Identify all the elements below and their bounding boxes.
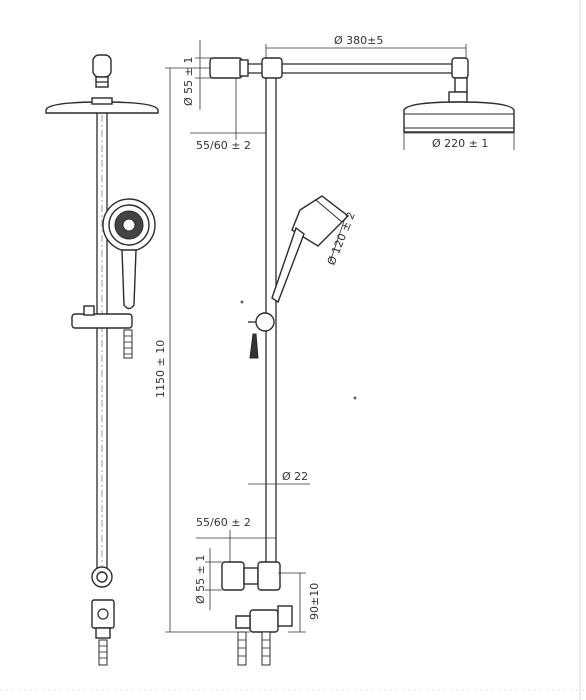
front-top-connector [92, 54, 112, 78]
front-slider-bracket [71, 313, 133, 329]
dim-wall-offset-top: 55/60 ± 2 [196, 139, 251, 152]
side-slider [255, 312, 275, 332]
dimension-lines [165, 40, 515, 633]
dim-total-height: 1150 ± 10 [154, 340, 167, 398]
side-head-shower [403, 101, 515, 133]
dim-wall-offset-bottom: 55/60 ± 2 [196, 516, 251, 529]
front-view [45, 54, 159, 666]
dim-arm-length: Ø 380±5 [334, 34, 383, 47]
dim-outlet-height: 90±10 [308, 583, 321, 620]
side-hose [249, 333, 259, 359]
dim-wall-mount-dia-top: Ø 55 ± 1 [182, 57, 195, 106]
dim-wall-mount-dia-bottom: Ø 55 ± 1 [194, 555, 207, 604]
front-hand-shower-handle [121, 249, 137, 310]
dim-riser-pipe-dia: Ø 22 [282, 470, 308, 483]
side-lower-wall-mount [221, 561, 245, 591]
side-view [209, 57, 515, 666]
side-hand-shower [291, 195, 350, 247]
front-hose [123, 329, 133, 359]
side-diverter [249, 609, 279, 633]
side-upper-wall-mount [209, 57, 243, 79]
dim-head-shower-dia: Ø 220 ± 1 [432, 137, 488, 150]
